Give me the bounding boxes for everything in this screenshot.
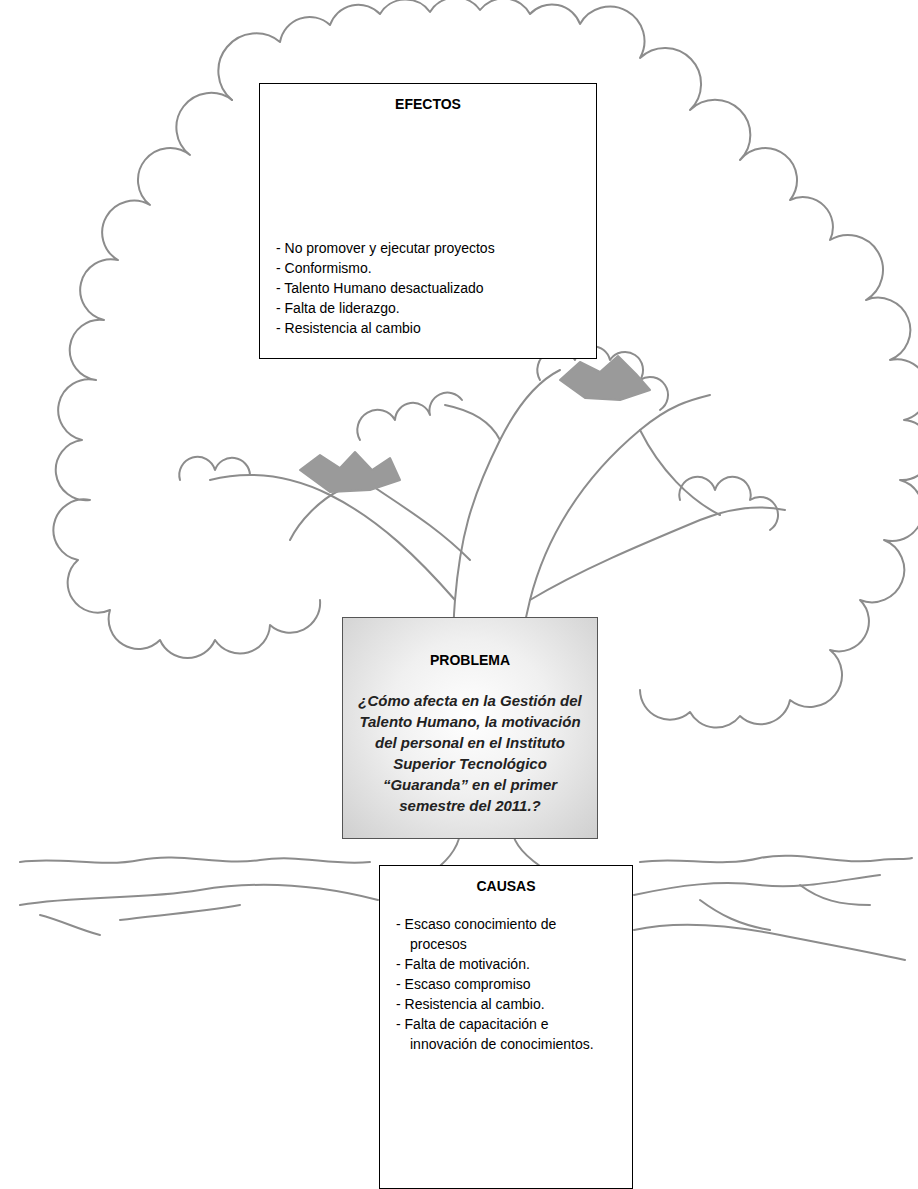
bullet-item: - Falta de liderazgo.: [276, 298, 580, 318]
problem-question: ¿Cómo afecta en la Gestión del Talento H…: [355, 690, 585, 816]
bullet-list: - Escaso conocimiento de procesos- Falta…: [396, 914, 616, 1054]
bullet-item: - Conformismo.: [276, 258, 580, 278]
effects-box: EFECTOS - No promover y ejecutar proyecto…: [259, 83, 597, 359]
box-heading: CAUSAS: [396, 878, 616, 894]
bullet-item: - Escaso compromiso: [396, 974, 616, 994]
bullet-list: - No promover y ejecutar proyectos- Conf…: [276, 238, 580, 338]
box-heading: PROBLEMA: [355, 652, 585, 668]
bullet-item: - Falta de capacitación e innovación de …: [396, 1014, 616, 1054]
bullet-item: - Talento Humano desactualizado: [276, 278, 580, 298]
bullet-item: - Resistencia al cambio.: [396, 994, 616, 1014]
problem-box: PROBLEMA ¿Cómo afecta en la Gestión del T…: [342, 617, 598, 839]
bullet-item: - No promover y ejecutar proyectos: [276, 238, 580, 258]
bullet-item: - Escaso conocimiento de procesos: [396, 914, 616, 954]
bullet-item: - Falta de motivación.: [396, 954, 616, 974]
box-heading: EFECTOS: [276, 96, 580, 112]
bullet-item: - Resistencia al cambio: [276, 318, 580, 338]
causes-box: CAUSAS- Escaso conocimiento de procesos-…: [379, 865, 633, 1189]
